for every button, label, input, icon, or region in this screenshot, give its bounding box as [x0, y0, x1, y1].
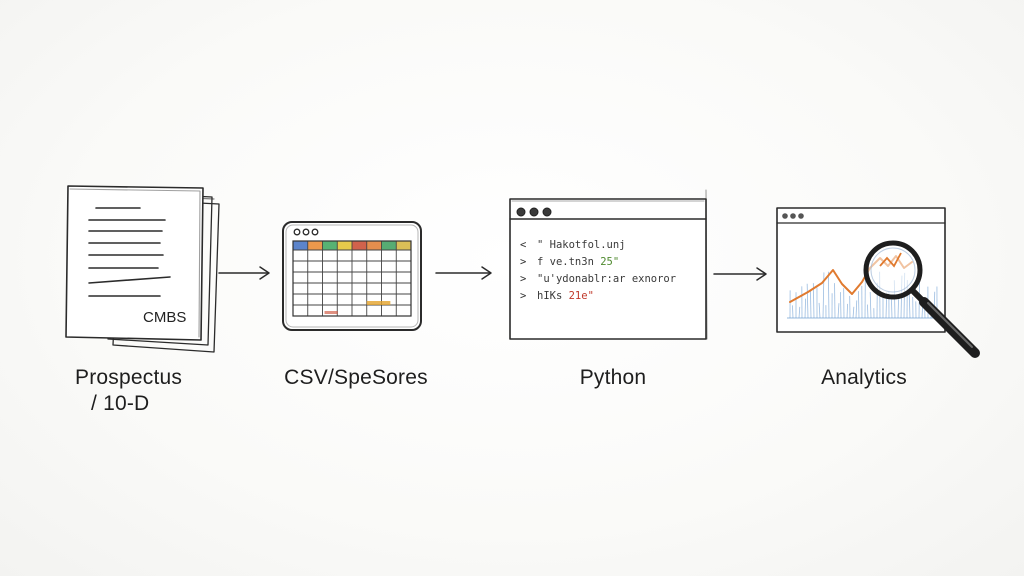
document-stack-icon: CMBS: [65, 185, 220, 353]
header-cell: [352, 241, 367, 250]
chart-spike: [855, 300, 858, 319]
stage-label-csv: CSV/SpeSores: [284, 366, 428, 389]
stage-label-python: Python: [579, 366, 647, 389]
highlight-cell: [366, 301, 391, 305]
stage-label-prospectus: Prospectus: [75, 366, 183, 389]
header-cell: [366, 241, 382, 250]
header-cell: [307, 241, 323, 250]
header-cell: [293, 241, 308, 250]
chart-spike: [837, 303, 840, 319]
code-line-marker: >: [520, 290, 526, 302]
chart-spike: [852, 306, 855, 319]
header-cell: [322, 241, 338, 250]
code-window-icon: < " Hakotfol.unj > f ve.tn3n 25" > "u'ydonabl…: [509, 189, 708, 340]
code-line: "u'ydonablr:ar exnoror: [537, 273, 676, 285]
header-cell: [396, 241, 411, 250]
analytics-window-icon: [776, 207, 980, 358]
chart-spike: [858, 291, 860, 319]
code-lines: < " Hakotfol.unj > f ve.tn3n 25" > "u'ydonabl…: [520, 239, 676, 302]
grid-border: [292, 240, 412, 317]
code-line: " Hakotfol.unj: [537, 239, 626, 251]
code-line: f ve.tn3n 25": [537, 256, 619, 268]
chart-spike: [897, 299, 899, 319]
spreadsheet-header-row: [293, 241, 411, 250]
chart-spike: [827, 271, 830, 319]
arrow-icon: [713, 267, 767, 281]
chart-spike: [867, 304, 869, 319]
magnifier-icon: [863, 240, 980, 358]
chart-spike: [792, 305, 794, 319]
chart-spike: [804, 298, 806, 319]
header-cell: [381, 241, 397, 250]
code-line-marker: <: [520, 239, 526, 251]
chart-spike: [810, 290, 812, 319]
chart-spike: [846, 303, 848, 319]
chart-spike: [798, 306, 801, 319]
chart-spike: [840, 292, 842, 319]
chart-spike: [818, 302, 821, 319]
chart-spike: [891, 299, 893, 319]
document-text-lines: [88, 207, 171, 297]
chart-spike: [806, 283, 809, 319]
arrow-icon: [435, 266, 492, 280]
chart-spike: [869, 291, 872, 319]
stage-label-10d: / 10-D: [91, 392, 150, 415]
code-line-marker: >: [520, 256, 526, 268]
header-cell: [337, 241, 352, 250]
spreadsheet-window-icon: [282, 221, 422, 331]
code-line: hIKs 21e": [537, 290, 594, 302]
spreadsheet-grid: [292, 240, 412, 317]
highlight-cell: [324, 311, 338, 314]
stage-label-analytics: Analytics: [821, 366, 907, 389]
arrow-icon: [218, 266, 270, 280]
document-tag: CMBS: [143, 309, 186, 326]
code-line-marker: >: [520, 273, 526, 285]
